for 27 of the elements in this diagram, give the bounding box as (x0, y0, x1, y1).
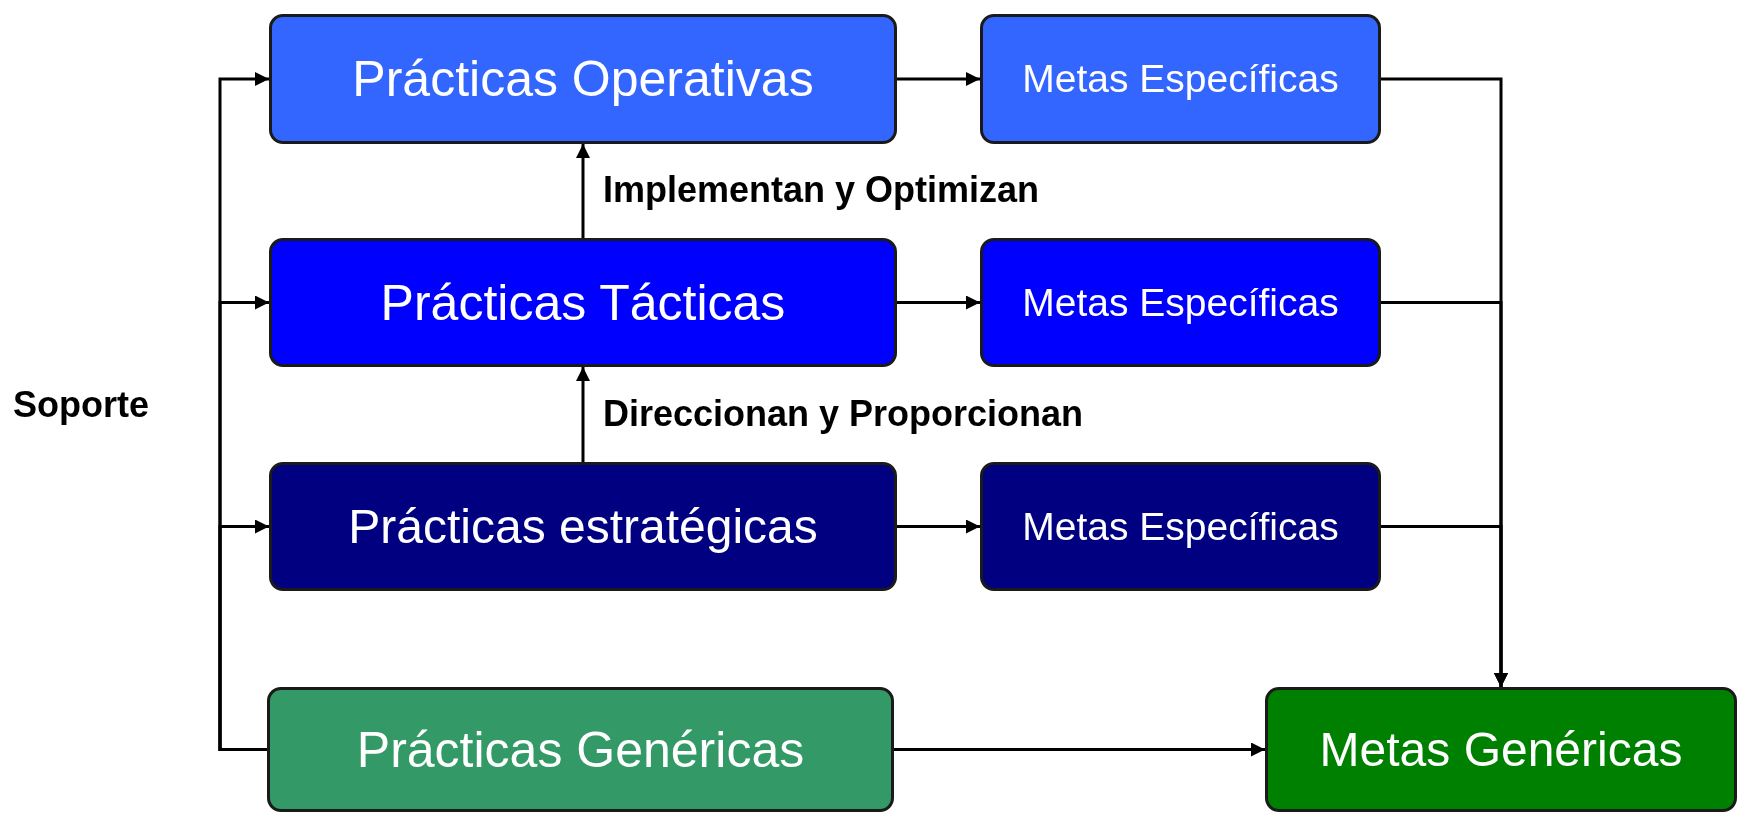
box-label: Prácticas Operativas (352, 50, 814, 108)
arrow (897, 295, 980, 310)
process-box (980, 14, 1381, 144)
side-label: Soporte (13, 384, 149, 426)
box-label: Metas Específicas (1022, 504, 1339, 549)
arrow (576, 367, 590, 462)
edge-label: Implementan y Optimizan (603, 169, 1040, 211)
edge-label: Direccionan y Proporcionan (603, 392, 1084, 435)
box-label: Prácticas Genéricas (356, 720, 805, 779)
box-label: Prácticas estratégicas (348, 499, 818, 554)
arrow (218, 519, 269, 751)
process-box (1265, 687, 1737, 812)
arrow (1381, 525, 1508, 687)
process-box (269, 462, 897, 591)
arrow (897, 519, 980, 534)
process-box (980, 238, 1381, 367)
process-box (267, 687, 894, 812)
process-box (269, 14, 897, 144)
arrow (897, 72, 980, 86)
box-label: Prácticas Tácticas (380, 273, 786, 332)
process-box (269, 238, 897, 367)
box-label: Metas Genéricas (1319, 722, 1683, 777)
box-label: Metas Específicas (1022, 57, 1339, 101)
process-box (980, 462, 1381, 591)
box-label: Metas Específicas (1022, 280, 1339, 325)
arrow (576, 144, 590, 238)
arrow (894, 742, 1265, 757)
